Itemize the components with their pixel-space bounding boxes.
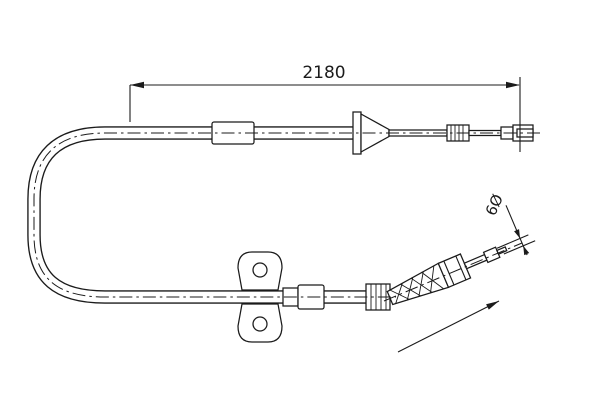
spring-coil-line bbox=[395, 283, 403, 304]
arrowhead-right bbox=[506, 81, 520, 89]
extension-line-top bbox=[496, 234, 529, 249]
cylinder-section-line bbox=[443, 261, 455, 285]
dimension-diameter bbox=[496, 205, 536, 256]
cable-diameter-label: 6Ø bbox=[482, 191, 507, 218]
bracket-hole-top bbox=[252, 262, 268, 278]
cable-tube-outline bbox=[27, 126, 369, 304]
spring-boot-section bbox=[386, 246, 508, 306]
arrowhead-lower bbox=[523, 245, 530, 256]
spring-cone bbox=[386, 262, 450, 306]
spring-coil-line bbox=[389, 289, 410, 300]
spring-coil-line bbox=[418, 271, 424, 297]
extension-line-bottom bbox=[503, 240, 536, 255]
spring-coil-line bbox=[429, 265, 435, 294]
overall-length-label: 2180 bbox=[302, 63, 345, 83]
cable-centerline bbox=[33, 132, 540, 298]
cable-tube-body bbox=[28, 127, 369, 303]
leader-line bbox=[397, 300, 500, 353]
spring-coil-line bbox=[406, 277, 414, 301]
end-rod bbox=[463, 253, 488, 270]
spring-axis-centerline bbox=[383, 242, 523, 302]
arrowhead-upper bbox=[514, 229, 521, 239]
cylinder-section-line bbox=[455, 255, 467, 281]
bracket-hole-bottom bbox=[252, 316, 268, 332]
leader-arrow bbox=[397, 300, 500, 353]
dimension-overall-length: 2180 bbox=[129, 63, 521, 152]
arrowhead-left bbox=[130, 81, 144, 89]
mounting-bracket bbox=[237, 251, 283, 343]
arrowhead bbox=[486, 301, 499, 310]
cable-tube bbox=[27, 126, 369, 304]
